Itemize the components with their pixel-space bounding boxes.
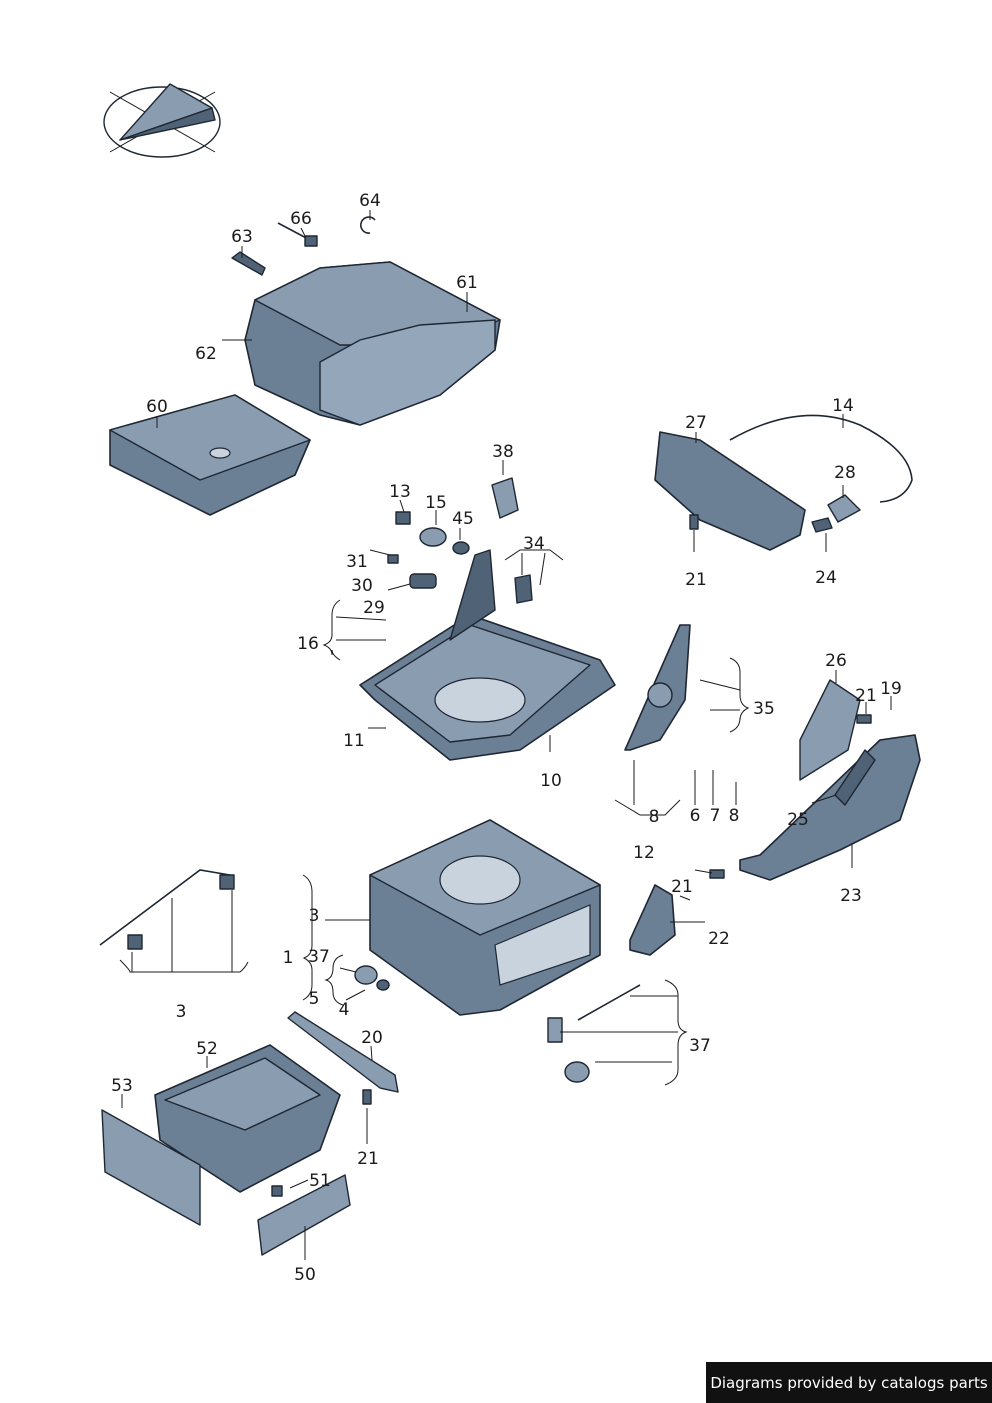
part-cap: [409, 573, 437, 589]
label-20: 20: [361, 1028, 383, 1048]
callout-labels: 63 66 64 61 62 60 27 14 28 21 24 38 13 1…: [111, 191, 902, 1285]
part-cap-28: [827, 494, 861, 523]
label-23: 23: [840, 886, 862, 906]
part-cover-22: [629, 884, 676, 956]
label-61: 61: [456, 273, 478, 293]
label-62: 62: [195, 344, 217, 364]
part-bracket: [514, 574, 533, 604]
label-29: 29: [363, 598, 385, 618]
part-clip-24: [811, 517, 833, 533]
label-52: 52: [196, 1039, 218, 1059]
part-spring: [547, 984, 641, 1083]
label-16: 16: [297, 634, 319, 654]
part-housing: [654, 431, 806, 551]
part-seat-base-pad: [109, 394, 311, 516]
label-8-bracket: 8: [649, 807, 660, 827]
label-13: 13: [389, 482, 411, 502]
label-7: 7: [710, 806, 721, 826]
label-19: 19: [880, 679, 902, 699]
label-64: 64: [359, 191, 381, 211]
part-bushing: [419, 527, 447, 547]
credit-banner: Diagrams provided by catalogs parts: [706, 1362, 992, 1403]
label-21-housing: 21: [685, 570, 707, 590]
label-63: 63: [231, 227, 253, 247]
part-clip: [360, 216, 376, 234]
label-28: 28: [834, 463, 856, 483]
label-45: 45: [452, 509, 474, 529]
part-nut: [387, 554, 399, 564]
label-66: 66: [290, 209, 312, 229]
part-recliner-assembly: [624, 624, 691, 751]
part-screw-51: [271, 1185, 283, 1197]
label-35: 35: [753, 699, 775, 719]
label-53: 53: [111, 1076, 133, 1096]
part-roller: [354, 965, 390, 991]
label-21-cover: 21: [671, 877, 693, 897]
label-26: 26: [825, 651, 847, 671]
part-rod-3: [99, 869, 235, 950]
label-12: 12: [633, 843, 655, 863]
label-37-springs: 37: [689, 1036, 711, 1056]
label-3-console: 3: [309, 906, 320, 926]
label-27: 27: [685, 413, 707, 433]
label-25: 25: [787, 810, 809, 830]
label-3-rod: 3: [176, 1002, 187, 1022]
part-drawer: [154, 1044, 341, 1193]
label-22: 22: [708, 929, 730, 949]
label-4: 4: [339, 1000, 350, 1020]
part-push-pin: [231, 251, 266, 276]
label-10: 10: [540, 771, 562, 791]
label-15: 15: [425, 493, 447, 513]
label-6: 6: [690, 806, 701, 826]
part-cover: [491, 477, 519, 519]
part-drawer-front: [101, 1109, 201, 1226]
label-30: 30: [351, 576, 373, 596]
label-31: 31: [346, 552, 368, 572]
orientation-compass-icon: [103, 83, 221, 158]
label-11: 11: [343, 731, 365, 751]
part-trim-piece: [834, 749, 876, 806]
part-cover-26: [799, 679, 861, 781]
part-strip: [287, 1011, 399, 1093]
label-1: 1: [283, 948, 294, 968]
label-38: 38: [492, 442, 514, 462]
label-8: 8: [729, 806, 740, 826]
part-seat-frame: [359, 549, 616, 761]
label-60: 60: [146, 397, 168, 417]
part-rod: [277, 222, 318, 247]
label-24: 24: [815, 568, 837, 588]
label-51: 51: [309, 1171, 331, 1191]
part-washer: [452, 541, 470, 555]
leader-lines: [119, 210, 892, 1260]
label-5: 5: [309, 989, 320, 1009]
part-cable: [729, 414, 913, 503]
part-screw: [362, 514, 872, 1105]
label-50: 50: [294, 1265, 316, 1285]
label-34: 34: [523, 534, 545, 554]
part-bolt: [395, 511, 411, 525]
part-seat-cushion: [244, 261, 501, 426]
part-side-trim: [739, 734, 921, 881]
part-seat-console: [369, 819, 601, 1016]
part-rail: [257, 1174, 351, 1256]
label-21-drawer: 21: [357, 1149, 379, 1169]
label-37-console: 37: [308, 947, 330, 967]
label-21-trim: 21: [855, 686, 877, 706]
label-14: 14: [832, 396, 854, 416]
